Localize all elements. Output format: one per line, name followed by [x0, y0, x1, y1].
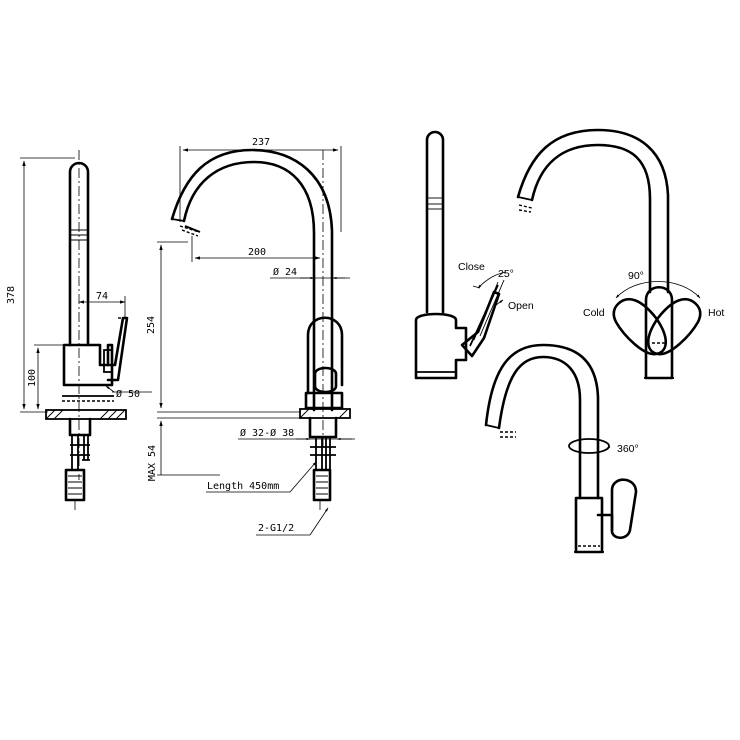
hot-label: Hot [708, 307, 724, 319]
dim-spout-reach: 200 [248, 247, 266, 258]
front-view: 237 200 254 Ø 24 Ø 32-Ø 38 MAX 54 Length… [146, 137, 355, 536]
dim-body-diameter: Ø 50 [116, 388, 140, 400]
dim-spout-reach-total: 237 [252, 137, 270, 148]
cold-label: Cold [583, 307, 605, 319]
lever-angle-label: 25° [498, 268, 514, 280]
dim-hole-diameter: Ø 32-Ø 38 [240, 427, 294, 439]
dim-max-deck-thickness: MAX 54 [147, 445, 158, 481]
dim-spout-tip-diameter: Ø 24 [273, 266, 297, 278]
close-label: Close [458, 261, 485, 273]
dim-base-height: 100 [27, 369, 38, 387]
dim-body-height: 254 [146, 316, 157, 334]
mix-angle-label: 90° [628, 270, 644, 282]
dim-handle-offset: 74 [96, 291, 108, 302]
temperature-mixing-view: 90° Cold Hot [516, 128, 724, 380]
dim-overall-height: 378 [6, 286, 17, 304]
lever-operation-view: Close 25° Open [414, 130, 534, 380]
hose-thread-label: 2-G1/2 [258, 523, 294, 534]
swivel-view: 360° [484, 343, 639, 554]
swivel-angle-label: 360° [617, 443, 639, 455]
side-view: 378 100 74 Ø 50 [6, 150, 152, 510]
open-label: Open [508, 300, 534, 312]
hose-length-label: Length 450mm [207, 481, 279, 492]
